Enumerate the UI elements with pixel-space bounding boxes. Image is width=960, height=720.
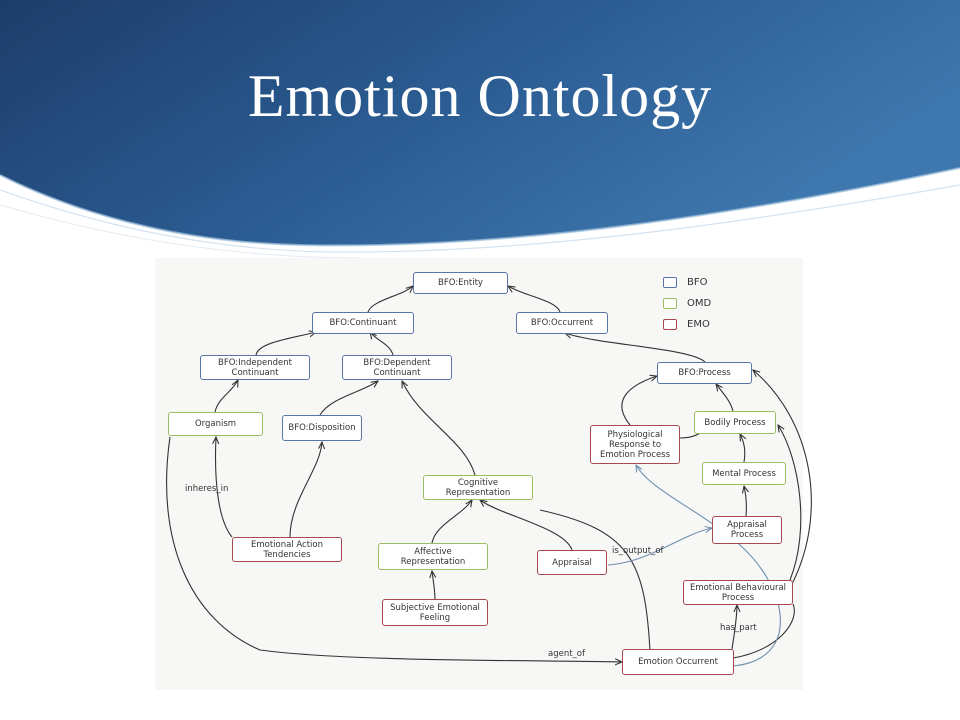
node-organism: Organism — [168, 412, 263, 436]
legend-swatch-emo — [663, 319, 677, 330]
node-bfo-disposition: BFO:Disposition — [282, 415, 362, 441]
edge-dependent-continuant — [370, 332, 394, 356]
node-affective-representation: Affective Representation — [378, 543, 488, 570]
edge-disposition-dependent — [319, 381, 378, 416]
node-bfo-continuant: BFO:Continuant — [312, 312, 414, 334]
edge-emotion-occurrent-physiological — [636, 465, 781, 667]
node-appraisal: Appraisal — [537, 550, 607, 575]
edge-tendencies-organism — [216, 437, 233, 538]
node-bfo-independent-continuant: BFO:Independent Continuant — [200, 355, 310, 380]
edge-subjective-affective — [432, 571, 435, 600]
node-subjective-emotional-feeling: Subjective Emotional Feeling — [382, 599, 488, 626]
edge-continuant-entity — [367, 286, 413, 313]
edge-physiological-process — [621, 376, 657, 426]
edge-label-inheres-in: inheres_in — [185, 484, 229, 494]
node-mental-process: Mental Process — [702, 462, 786, 485]
edge-appraisal-cognitive — [480, 500, 573, 551]
legend-label-emo: EMO — [687, 319, 710, 330]
edge-organism-independent — [214, 380, 238, 413]
edge-emotion-occurrent-behavioural — [732, 603, 795, 659]
legend-swatch-bfo — [663, 277, 677, 288]
title-banner — [0, 0, 960, 259]
node-bfo-dependent-continuant: BFO:Dependent Continuant — [342, 355, 452, 380]
node-bfo-process: BFO:Process — [657, 362, 752, 384]
legend-item-omd: OMD — [663, 298, 711, 309]
edge-emotional-behavioural-bodily — [778, 425, 802, 581]
slide-title: Emotion Ontology — [247, 63, 713, 129]
node-appraisal-process: Appraisal Process — [712, 516, 782, 544]
legend-item-bfo: BFO — [663, 277, 707, 288]
node-emotional-action-tendencies: Emotional Action Tendencies — [232, 537, 342, 562]
edge-process-occurrent — [565, 333, 706, 363]
edge-tendencies-disposition — [289, 442, 322, 538]
node-emotional-behavioural-process: Emotional Behavioural Process — [683, 580, 793, 605]
edge-has-part — [731, 605, 737, 650]
edge-occurrent-entity — [508, 286, 561, 313]
node-cognitive-representation: Cognitive Representation — [423, 475, 533, 500]
edge-label-has-part: has_part — [720, 623, 757, 633]
node-bodily-process: Bodily Process — [694, 411, 776, 434]
edge-label-agent-of: agent_of — [548, 649, 585, 659]
edge-label-is-output-of: is_output_of — [612, 546, 664, 556]
legend-item-emo: EMO — [663, 319, 710, 330]
edge-mental-bodily — [740, 434, 745, 463]
edge-emotion-occurrent-is-a — [539, 509, 651, 652]
edge-appraisal-process-mental — [744, 486, 746, 517]
node-bfo-occurrent: BFO:Occurrent — [516, 312, 608, 334]
node-bfo-entity: BFO:Entity — [413, 272, 508, 294]
edge-affective-cognitive — [431, 500, 472, 544]
edge-emotional-behavioural-process — [753, 370, 812, 583]
node-emotion-occurrent: Emotion Occurrent — [622, 649, 734, 675]
edge-is-output-of — [607, 528, 712, 566]
node-physiological-response: Physiological Response to Emotion Proces… — [590, 425, 680, 464]
legend-swatch-omd — [663, 298, 677, 309]
edge-cognitive-dependent — [402, 381, 476, 476]
edge-bodily-process — [716, 384, 734, 412]
edge-independent-continuant — [255, 332, 316, 356]
legend-label-omd: OMD — [687, 298, 712, 309]
legend-label-bfo: BFO — [687, 277, 708, 288]
edge-organism-agent-of — [166, 436, 622, 662]
